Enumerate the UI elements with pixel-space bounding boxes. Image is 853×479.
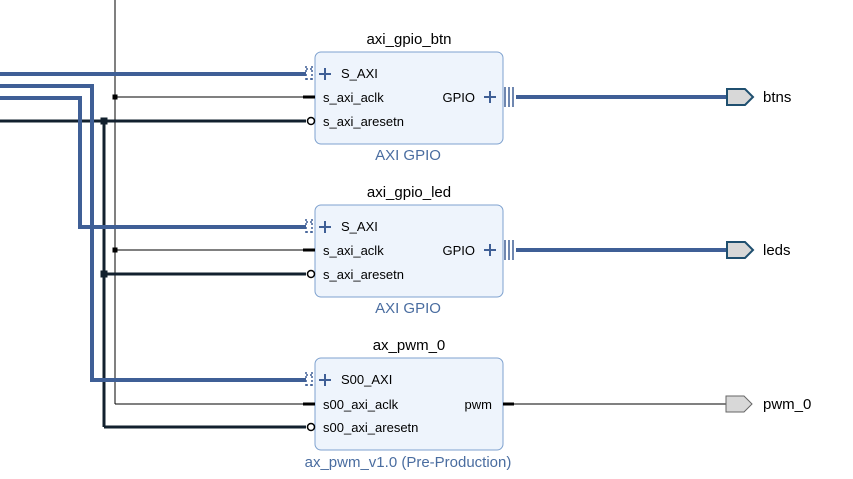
port-label: leds	[763, 242, 791, 259]
plus-icon[interactable]	[319, 221, 331, 233]
pin-out: GPIO	[442, 243, 475, 258]
reset-net[interactable]	[0, 117, 306, 429]
block-subtitle: AXI GPIO	[375, 300, 441, 317]
block-subtitle: AXI GPIO	[375, 147, 441, 164]
block-title: axi_gpio_led	[367, 184, 451, 201]
pin-clk: s_axi_aclk	[323, 243, 384, 258]
port-label: btns	[763, 89, 791, 106]
block-subtitle: ax_pwm_v1.0 (Pre-Production)	[305, 454, 512, 471]
external-port-pwm-0[interactable]: pwm_0	[725, 395, 811, 413]
dotted-stub-icon	[305, 219, 314, 235]
pin-out: GPIO	[442, 90, 475, 105]
output-port-arrow-icon[interactable]	[725, 395, 753, 413]
axi-bus-nets[interactable]	[0, 72, 306, 382]
axi-bus-pwm	[0, 84, 306, 382]
pin-rst: s_axi_aresetn	[323, 267, 404, 282]
block-title: axi_gpio_btn	[366, 31, 451, 48]
plus-icon[interactable]	[484, 91, 496, 103]
external-port-btns[interactable]: btns	[726, 88, 791, 106]
output-port-arrow-icon[interactable]	[726, 88, 755, 106]
inverted-circle-icon	[306, 269, 316, 279]
ip-block-axi-gpio-btn[interactable]: axi_gpio_btn S_AXI s_axi_aclk s_axi_ares…	[303, 31, 514, 164]
pin-bus: S00_AXI	[341, 372, 392, 387]
output-port-arrow-icon[interactable]	[726, 241, 755, 259]
dotted-stub-icon	[305, 372, 314, 388]
clock-net[interactable]	[112, 0, 307, 405]
bus-bars-icon	[504, 87, 514, 107]
pin-clk: s_axi_aclk	[323, 90, 384, 105]
bus-bars-icon	[504, 240, 514, 260]
plus-icon[interactable]	[484, 244, 496, 256]
wires	[0, 0, 727, 429]
plus-icon[interactable]	[319, 374, 331, 386]
ip-block-axi-gpio-led[interactable]: axi_gpio_led S_AXI s_axi_aclk s_axi_ares…	[303, 184, 514, 317]
inverted-circle-icon	[306, 116, 316, 126]
inverted-circle-icon	[306, 422, 316, 432]
axi-bus-led	[0, 96, 306, 229]
port-label: pwm_0	[763, 396, 811, 413]
output-nets[interactable]	[503, 95, 727, 405]
pin-bus: S_AXI	[341, 66, 378, 81]
pin-rst: s00_axi_aresetn	[323, 420, 418, 435]
pin-clk: s00_axi_aclk	[323, 397, 399, 412]
plus-icon[interactable]	[319, 68, 331, 80]
external-port-leds[interactable]: leds	[726, 241, 791, 259]
dotted-stub-icon	[305, 66, 314, 82]
pin-bus: S_AXI	[341, 219, 378, 234]
block-title: ax_pwm_0	[373, 337, 446, 354]
ip-block-ax-pwm-0[interactable]: ax_pwm_0 S00_AXI s00_axi_aclk s00_axi_ar…	[303, 337, 514, 471]
pin-rst: s_axi_aresetn	[323, 114, 404, 129]
pin-out: pwm	[465, 397, 492, 412]
